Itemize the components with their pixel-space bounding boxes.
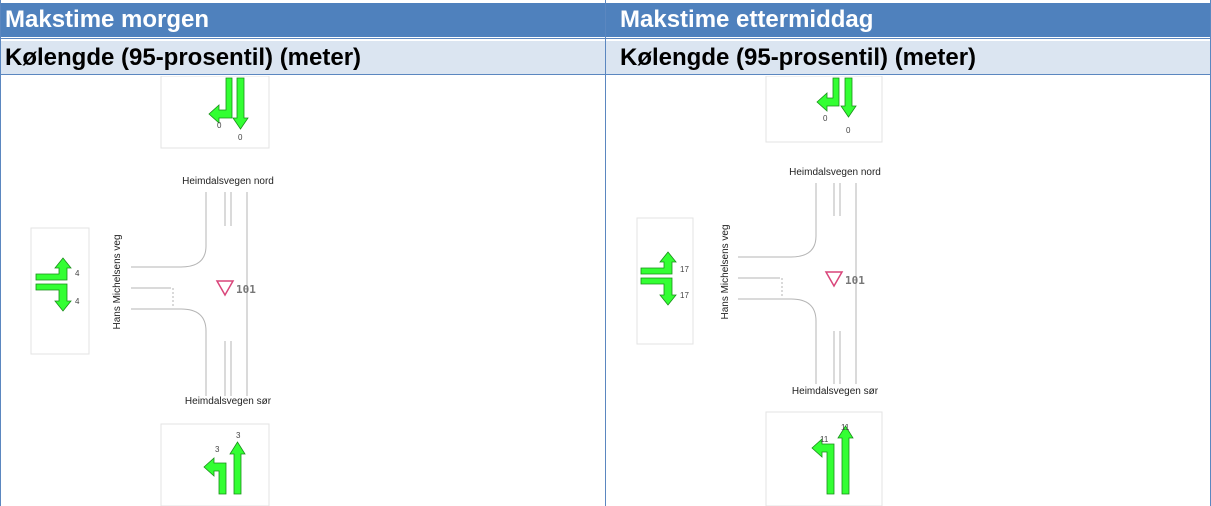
north-through-arrow-icon — [840, 77, 857, 118]
south-queue-through-value: 11 — [841, 423, 850, 432]
header-afternoon: Makstime ettermiddag — [620, 6, 874, 33]
north-queue-left-value: 0 — [217, 121, 222, 130]
west-upper-arrow-icon — [640, 251, 677, 275]
header-morning: Makstime morgen — [5, 6, 210, 33]
north-left-arrow-icon — [816, 77, 840, 112]
road-label-west: Hans Michelsens veg — [112, 234, 123, 329]
road-geometry — [131, 192, 248, 396]
yield-sign-icon — [824, 271, 844, 288]
road-label-north: Heimdalsvegen nord — [789, 167, 881, 178]
north-queue-through-value: 0 — [846, 126, 851, 135]
south-queue-through-value: 3 — [236, 431, 241, 440]
south-queue-box — [765, 411, 883, 506]
west-lower-arrow-icon — [640, 277, 677, 306]
north-queue-left-value: 0 — [823, 114, 828, 123]
south-left-arrow-icon — [203, 457, 227, 495]
west-upper-arrow-icon — [35, 257, 72, 281]
north-through-arrow-icon — [232, 77, 249, 130]
node-id: 101 — [845, 274, 865, 287]
south-left-arrow-icon — [811, 438, 835, 495]
west-queue-upper-value: 4 — [75, 269, 80, 278]
north-queue-box — [765, 76, 883, 143]
road-label-north: Heimdalsvegen nord — [182, 176, 274, 187]
road-label-west: Hans Michelsens veg — [720, 224, 731, 319]
north-queue-through-value: 0 — [238, 133, 243, 142]
west-queue-lower-value: 4 — [75, 297, 80, 306]
road-geometry — [738, 183, 857, 384]
west-queue-upper-value: 17 — [680, 265, 689, 274]
south-queue-left-value: 3 — [215, 445, 220, 454]
diagram-panel-afternoon: 0 0 Heimdalsvegen nord Heimdalsvegen sør… — [606, 76, 1209, 506]
column-divider — [605, 0, 606, 506]
table-border-left — [0, 0, 1, 506]
intersection-diagram-afternoon: 0 0 Heimdalsvegen nord Heimdalsvegen sør… — [636, 76, 883, 506]
intersection-diagram-morning: 0 0 Heimdalsvegen nord Heimdalsvegen sør… — [30, 76, 274, 506]
road-label-south: Heimdalsvegen sør — [185, 396, 272, 407]
road-label-south: Heimdalsvegen sør — [792, 386, 879, 397]
diagram-panel-morning: 0 0 Heimdalsvegen nord Heimdalsvegen sør… — [1, 76, 604, 506]
subheader-morning: Kølengde (95-prosentil) (meter) — [5, 44, 362, 71]
node-id: 101 — [236, 283, 256, 296]
south-through-arrow-icon — [837, 425, 854, 495]
west-queue-lower-value: 17 — [680, 291, 689, 300]
yield-sign-icon — [215, 280, 235, 297]
west-lower-arrow-icon — [35, 283, 72, 312]
south-through-arrow-icon — [229, 441, 246, 495]
south-queue-left-value: 11 — [820, 435, 829, 444]
subheader-afternoon: Kølengde (95-prosentil) (meter) — [620, 44, 977, 71]
north-left-arrow-icon — [208, 77, 233, 124]
